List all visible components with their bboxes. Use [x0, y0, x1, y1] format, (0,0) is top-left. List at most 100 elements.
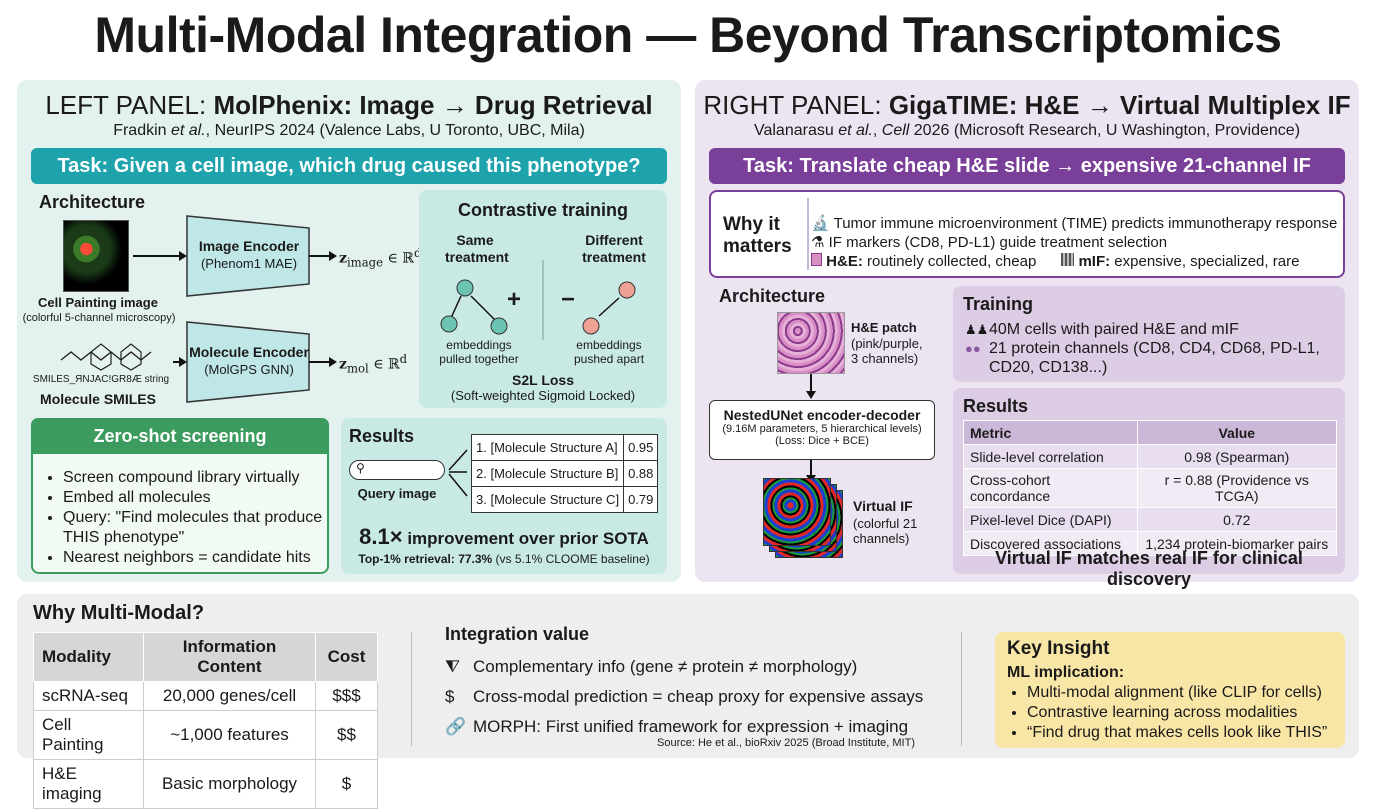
left-panel-title: LEFT PANEL: MolPhenix: Image → Drug Retr…: [17, 90, 681, 121]
why-it-matters-label: Why it matters: [723, 214, 792, 257]
zero-shot-title: Zero-shot screening: [31, 418, 329, 454]
s2l-loss-title: S2L Loss: [512, 372, 574, 388]
results-value: r = 0.88 (Providence vs TCGA): [1136, 468, 1338, 508]
image-encoder-graphic: [133, 215, 337, 297]
modality-name: H&E imaging: [33, 759, 144, 809]
retrieval-label: 2. [Molecule Structure B]: [470, 460, 625, 487]
cell-image-sub: (colorful 5-channel microscopy): [22, 312, 176, 324]
info-content-header: Information Content: [143, 632, 316, 682]
cell-painting-image: [63, 220, 129, 292]
contrastive-diagram: [440, 260, 636, 340]
left-task-banner: Task: Given a cell image, which drug cau…: [31, 148, 667, 184]
z-mol-symbol: z: [339, 356, 347, 373]
retrieval-arrow-3: [448, 473, 468, 497]
smiles-string: SMILES_ЯNJAC!GR8Æ string: [32, 374, 170, 385]
key-insight-card: Key Insight ML implication: Multi-modal …: [995, 632, 1345, 748]
zero-shot-list: Screen compound library virtually Embed …: [63, 468, 323, 568]
training-list: ♟♟40M cells with paired H&E and mIF ●●21…: [965, 320, 1339, 377]
training-item: ♟♟40M cells with paired H&E and mIF: [965, 320, 1339, 339]
contrastive-title: Contrastive training: [457, 200, 629, 220]
search-icon: ⚲: [356, 461, 365, 475]
he-label: H&E:: [826, 253, 863, 270]
pull-arrow-right: [470, 295, 496, 321]
integration-item: 🔗MORPH: First unified framework for expr…: [445, 712, 923, 742]
unet-params: (9.16M parameters, 5 hierarchical levels…: [722, 423, 922, 435]
modality-info: Basic morphology: [143, 759, 316, 809]
zero-shot-item: Embed all molecules: [63, 488, 323, 508]
nested-unet-box: NestedUNet encoder-decoder (9.16M parame…: [709, 400, 935, 460]
he-slide-icon: [811, 253, 822, 266]
results-value: 0.98 (Spearman): [1136, 444, 1338, 469]
right-results-card: Results Metric Value Slide-level correla…: [953, 388, 1345, 589]
image-encoder-sub: (Phenom1 MAE): [200, 256, 298, 271]
arrowhead: [329, 251, 337, 261]
modality-cost: $: [315, 759, 378, 809]
modality-name: scRNA-seq: [33, 681, 144, 711]
he-patch-label: H&E patch: [851, 320, 917, 335]
dna-icon: ⧨: [445, 657, 461, 676]
molecule-smiles-label: Molecule SMILES: [40, 391, 156, 407]
left-results-title: Results: [349, 426, 415, 446]
diff-embed-top: [618, 281, 636, 299]
retrieval-score: 0.79: [623, 486, 659, 513]
right-panel-name: GigaTIME: H&E → Virtual Multiplex IF: [888, 90, 1351, 120]
retrieval-score: 0.88: [623, 460, 659, 487]
retrieval-label: 3. [Molecule Structure C]: [470, 486, 625, 513]
molecule-encoder-graphic: [173, 321, 337, 403]
pull-arrow-left: [450, 295, 462, 319]
arrowhead: [806, 391, 816, 399]
top1-value: Top-1% retrieval: 77.3%: [358, 552, 493, 566]
he-patch-sub: (pink/purple, 3 channels): [851, 336, 923, 366]
integration-item: $ Cross-modal prediction = cheap proxy fo…: [445, 682, 923, 712]
z-mol-formula: zmol ∈ ℝd: [339, 352, 407, 375]
training-item: ●●21 protein channels (CD8, CD4, CD68, P…: [965, 339, 1339, 377]
plus-sign: +: [507, 286, 522, 313]
right-cite-author: Valanarasu: [753, 122, 839, 139]
zero-shot-item: Screen compound library virtually: [63, 468, 323, 488]
right-panel-title: RIGHT PANEL: GigaTIME: H&E → Virtual Mul…: [695, 90, 1359, 121]
modality-header-row: Modality Information Content Cost: [33, 632, 378, 682]
microscope-icon: 🔬: [811, 215, 830, 232]
diff-embed-bottom: [582, 317, 600, 335]
right-results-title: Results: [963, 396, 1029, 416]
modality-row: Cell Painting~1,000 features$$: [33, 710, 378, 760]
zero-shot-item: Nearest neighbors = candidate hits: [63, 548, 323, 568]
cell-image-label: Cell Painting image: [38, 295, 158, 310]
left-cite-etal: et al.: [170, 122, 206, 139]
integration-item-text: Cross-modal prediction = cheap proxy for…: [473, 687, 924, 706]
z-mol-dim: d: [399, 352, 408, 366]
integration-title: Integration value: [445, 624, 590, 644]
minus-sign: −: [561, 286, 576, 313]
retrieval-row: 3. [Molecule Structure C]0.79: [470, 486, 659, 513]
right-cite-sep: ,: [872, 122, 882, 139]
retrieval-arrows: [448, 449, 468, 497]
money-bag-icon: $: [445, 687, 455, 706]
arrowhead: [329, 357, 337, 367]
bottom-panel: Why Multi-Modal? Modality Information Co…: [17, 594, 1359, 809]
retrieval-row: 2. [Molecule Structure B]0.88: [470, 460, 659, 487]
key-insight-item: Contrastive learning across modalities: [1027, 703, 1341, 723]
improvement-statement: 8.1× improvement over prior SOTA: [341, 524, 667, 550]
he-desc: routinely collected, cheap: [862, 253, 1037, 270]
retrieval-score: 0.95: [623, 434, 659, 461]
why-item: ⚗ IF markers (CD8, PD-L1) guide treatmen…: [811, 233, 1337, 252]
molecule-bonds: [60, 351, 152, 361]
integration-list: ⧨Complementary info (gene ≠ protein ≠ mo…: [445, 652, 923, 742]
people-icon: ♟♟: [965, 322, 989, 337]
virtual-if-sub: (colorful 21 channels): [853, 516, 918, 546]
why-divider: [807, 198, 809, 270]
key-insight-title: Key Insight: [1007, 638, 1110, 659]
results-value: 0.72: [1136, 507, 1338, 532]
arrowhead: [179, 251, 187, 261]
molecule-structure-icon: [60, 343, 152, 371]
molecule-encoder-sub: (MolGPS GNN): [204, 362, 294, 377]
bottom-divider-2: [961, 632, 962, 746]
source-citation: Source: He et al., bioRxiv 2025 (Broad I…: [657, 737, 916, 749]
training-item-text: 21 protein channels (CD8, CD4, CD68, PD-…: [989, 340, 1320, 376]
training-card: Training ♟♟40M cells with paired H&E and…: [953, 286, 1345, 382]
left-panel-prefix: LEFT PANEL:: [45, 90, 214, 120]
left-cite-author: Fradkin: [113, 122, 171, 139]
